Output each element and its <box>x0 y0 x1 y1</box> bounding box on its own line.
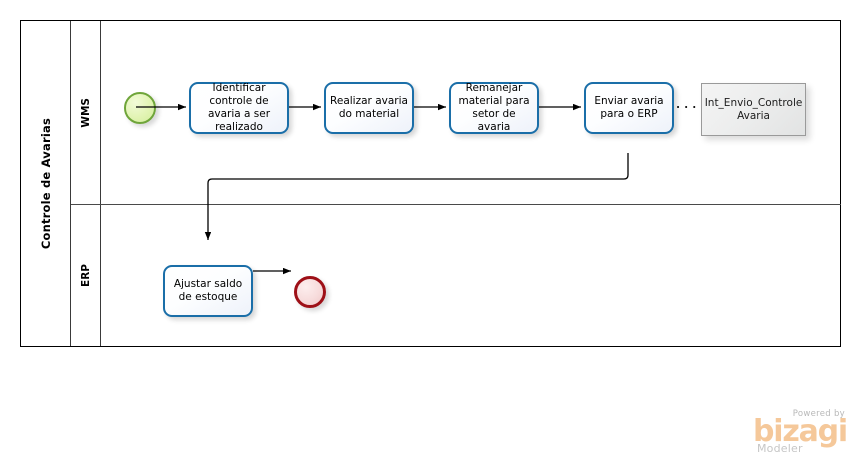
data-object-int-envio-controle-avaria[interactable]: Int_Envio_Controle Avaria <box>701 83 806 136</box>
data-object-label: Int_Envio_Controle Avaria <box>704 96 803 122</box>
bizagi-product-label: Modeler <box>756 442 803 455</box>
task-ajustar-saldo-estoque[interactable]: Ajustar saldo de estoque <box>163 265 253 317</box>
lane-body-wms: Identificar controle de avaria a ser rea… <box>101 21 841 204</box>
bizagi-branding: Powered by bizagi Modeler <box>752 408 848 455</box>
lane-header-wms[interactable]: WMS <box>71 21 101 204</box>
lane-header-erp[interactable]: ERP <box>71 205 101 346</box>
task-identificar-controle-avaria[interactable]: Identificar controle de avaria a ser rea… <box>189 82 289 134</box>
pool-controle-de-avarias[interactable]: Controle de Avarias WMS Identificar cont… <box>20 20 841 347</box>
task-label: Enviar avaria para o ERP <box>594 95 664 120</box>
task-label: Ajustar saldo de estoque <box>173 278 243 303</box>
pool-header[interactable]: Controle de Avarias <box>21 21 71 346</box>
powered-by-label: Powered by <box>792 408 845 419</box>
lane-label-wms: WMS <box>79 97 92 128</box>
lane-wms[interactable]: WMS Identificar controle de avaria a ser… <box>71 21 841 205</box>
task-label: Remanejar material para setor de avaria <box>458 82 530 133</box>
lane-erp[interactable]: ERP Ajustar saldo de estoque <box>71 205 841 346</box>
task-label: Realizar avaria do material <box>330 95 408 120</box>
lane-body-erp: Ajustar saldo de estoque <box>101 205 841 346</box>
lane-label-erp: ERP <box>79 264 92 287</box>
task-realizar-avaria-material[interactable]: Realizar avaria do material <box>324 82 414 134</box>
end-event[interactable] <box>294 276 326 308</box>
task-label: Identificar controle de avaria a ser rea… <box>207 82 271 133</box>
pool-label: Controle de Avarias <box>38 117 53 250</box>
start-event[interactable] <box>124 92 156 124</box>
task-enviar-avaria-erp[interactable]: Enviar avaria para o ERP <box>584 82 674 134</box>
bizagi-logo-text: bizagi <box>752 414 848 449</box>
task-remanejar-material[interactable]: Remanejar material para setor de avaria <box>449 82 539 134</box>
